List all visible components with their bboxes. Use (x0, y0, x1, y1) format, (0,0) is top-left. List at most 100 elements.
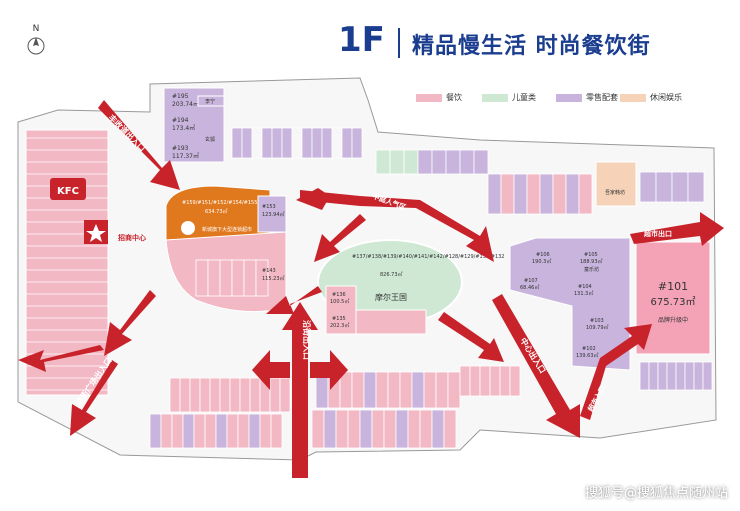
kfc-store (50, 178, 86, 200)
anchor-lower-unit (195, 259, 209, 297)
north-unit (341, 127, 353, 159)
north-unit (231, 127, 243, 159)
north-unit (241, 127, 253, 159)
plaza-arrow-west-head (296, 188, 330, 210)
south-unit (431, 409, 445, 449)
south-unit (311, 409, 325, 449)
south-unit (411, 371, 425, 409)
south-unit (675, 361, 686, 391)
north-unit (331, 127, 343, 159)
unit-195-area: 203.74㎡ (172, 100, 199, 108)
south-unit (215, 413, 228, 449)
unit-101-label: 品牌升级中 (658, 316, 688, 324)
south-entrance-label: 沿街出入口 (302, 320, 312, 360)
south-unit (387, 371, 401, 409)
unit-102-area: 139.63㎡ (576, 352, 599, 359)
east-unit (565, 173, 580, 215)
unit-135-id: #135 (332, 316, 346, 322)
kfc-label: KFC (57, 186, 79, 197)
unit-136-area: 100.5㎡ (330, 298, 349, 305)
legend-label: 儿童类 (512, 93, 536, 102)
south-unit (323, 409, 337, 449)
north-unit (431, 149, 447, 175)
compass-north-label: N (32, 24, 40, 34)
south-unit (169, 377, 181, 413)
south-unit (702, 361, 713, 391)
watermark: 搜狐号@搜狐焦点随州站 (584, 486, 728, 501)
compass-icon (27, 37, 45, 55)
unit-153-block (257, 195, 287, 233)
north-unit (459, 149, 475, 175)
legend-item-retail: 零售配套 (556, 92, 618, 103)
south-unit (209, 377, 221, 413)
east-unit (671, 171, 689, 203)
legend-item-dining: 餐饮 (416, 92, 462, 103)
east-unit (655, 171, 673, 203)
west-arrow-b (18, 345, 104, 372)
south-unit (149, 413, 162, 449)
unit-101-id: #101 (658, 280, 688, 293)
east-unit (500, 173, 515, 215)
anchor-lower-dividers (195, 259, 269, 297)
unit-lining-label: 李宁 (205, 98, 215, 105)
legend-swatch (556, 93, 582, 102)
south-unit (182, 413, 195, 449)
north-unit (445, 149, 461, 175)
south-unit (193, 413, 206, 449)
unit-105-brand: 童乐坊 (584, 266, 599, 273)
south-unit (383, 409, 397, 449)
south-unit (435, 371, 449, 409)
unit-195-id: #195 (172, 93, 189, 100)
unit-104-area: 131.3㎡ (574, 290, 593, 297)
south-unit (395, 409, 409, 449)
unit-194-id: #194 (172, 117, 189, 124)
east-unit (639, 171, 657, 203)
entrance-arrows (18, 100, 724, 478)
south-unit (684, 361, 695, 391)
south-unit (270, 413, 283, 449)
north-unit (251, 127, 263, 159)
north-unit (301, 127, 313, 159)
east-unit (687, 171, 705, 203)
south-unit (359, 409, 373, 449)
anchor-lower-unit (243, 259, 257, 297)
south-unit (371, 409, 385, 449)
north-unit (281, 127, 293, 159)
compass: N (26, 24, 46, 58)
south-unit (469, 365, 481, 397)
legend-label: 零售配套 (586, 93, 618, 102)
north-unit (351, 127, 363, 159)
unit-153-id: #153 (262, 204, 276, 210)
north-unit (375, 149, 391, 175)
moer-unit-ids: #137/#138/#139/#140/#141/#142/#128/#129/… (352, 254, 505, 260)
unit-103-area: 109.79㎡ (586, 324, 609, 331)
inner-arrow-sw (266, 286, 322, 314)
unit-193-id: #193 (172, 145, 189, 152)
south-unit (179, 377, 191, 413)
anchor-unit-ids: #159/#151/#152/#154/#155 (182, 200, 257, 206)
south-unit (239, 377, 251, 413)
unit-xuanhu-label: 玄狐 (205, 136, 215, 143)
south-unit (160, 413, 173, 449)
north-unit (473, 149, 489, 175)
unit-102-id: #102 (582, 346, 596, 352)
unit-193-area: 117.37㎡ (172, 152, 199, 160)
south-unit (229, 377, 241, 413)
east-unit (526, 173, 541, 215)
south-unit (399, 371, 413, 409)
plaza-arrow-sw (314, 214, 366, 262)
unit-136-135-block (325, 285, 357, 335)
south-unit (443, 409, 457, 449)
south-unit (279, 377, 291, 413)
south-unit (219, 377, 231, 413)
east-unit (539, 173, 554, 215)
legend-label: 休闲娱乐 (650, 93, 682, 102)
south-unit (269, 377, 281, 413)
east-unit (513, 173, 528, 215)
south-entrance-arrow (282, 302, 318, 478)
south-unit (335, 409, 349, 449)
east-unit (487, 173, 502, 215)
anchor-lower-unit (219, 259, 233, 297)
south-unit (259, 413, 272, 449)
